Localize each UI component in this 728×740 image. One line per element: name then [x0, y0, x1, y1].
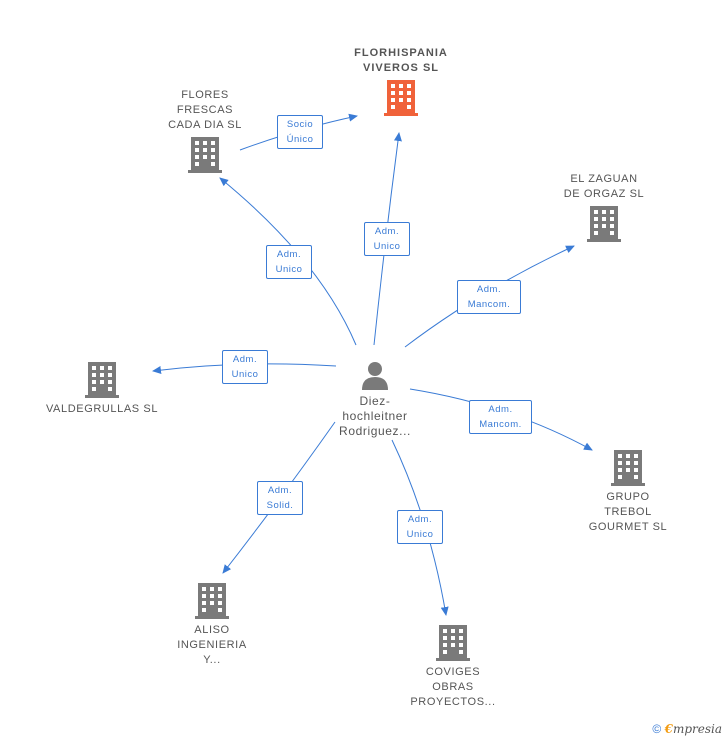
company-node-aliso[interactable]: ALISO INGENIERIA Y...	[162, 583, 262, 668]
building-icon	[587, 206, 621, 242]
company-node-flores[interactable]: FLORES FRESCAS CADA DIA SL	[150, 88, 260, 173]
edge-label-adm-unico-coviges[interactable]: Adm. Unico	[397, 510, 443, 544]
edge-label-adm-unico-flores[interactable]: Adm. Unico	[266, 245, 312, 279]
building-icon	[85, 362, 119, 398]
company-label-zaguan: EL ZAGUAN DE ORGAZ SL	[563, 173, 645, 200]
company-label-trebol: GRUPO TREBOL GOURMET SL	[588, 491, 668, 533]
edge-label-adm-mancom-trebol[interactable]: Adm. Mancom.	[469, 400, 532, 434]
company-label-aliso: ALISO INGENIERIA Y...	[177, 624, 247, 666]
brand-logo: €mpresia	[664, 722, 722, 736]
center-person-label: Diez- hochleitner Rodriguez...	[339, 394, 411, 438]
company-node-trebol[interactable]: GRUPO TREBOL GOURMET SL	[576, 450, 680, 535]
company-label-florhispania: FLORHISPANIA VIVEROS SL	[354, 47, 448, 74]
center-person-node[interactable]: Diez- hochleitner Rodriguez...	[325, 360, 425, 439]
edge-label-adm-unico-valdegrullas[interactable]: Adm. Unico	[222, 350, 268, 384]
building-icon	[188, 137, 222, 173]
edge-label-adm-mancom-zaguan[interactable]: Adm. Mancom.	[457, 280, 521, 314]
edge-label-adm-unico-florhispania[interactable]: Adm. Unico	[364, 222, 410, 256]
company-label-valdegrullas: VALDEGRULLAS SL	[45, 403, 159, 415]
building-icon	[436, 625, 470, 661]
building-icon	[611, 450, 645, 486]
company-node-florhispania[interactable]: FLORHISPANIA VIVEROS SL	[340, 46, 462, 116]
building-icon	[384, 80, 418, 116]
building-icon	[195, 583, 229, 619]
company-node-valdegrullas[interactable]: VALDEGRULLAS SL	[40, 362, 164, 417]
company-node-coviges[interactable]: COVIGES OBRAS PROYECTOS...	[400, 625, 506, 710]
edge-label-adm-solid-aliso[interactable]: Adm. Solid.	[257, 481, 303, 515]
company-label-coviges: COVIGES OBRAS PROYECTOS...	[410, 666, 496, 708]
brand-footer[interactable]: © €mpresia	[652, 722, 722, 736]
person-icon	[362, 362, 388, 390]
company-node-zaguan[interactable]: EL ZAGUAN DE ORGAZ SL	[548, 172, 660, 242]
copyright-icon: ©	[652, 722, 662, 736]
company-label-flores: FLORES FRESCAS CADA DIA SL	[168, 89, 242, 131]
edge-label-socio-unico[interactable]: Socio Único	[277, 115, 323, 149]
